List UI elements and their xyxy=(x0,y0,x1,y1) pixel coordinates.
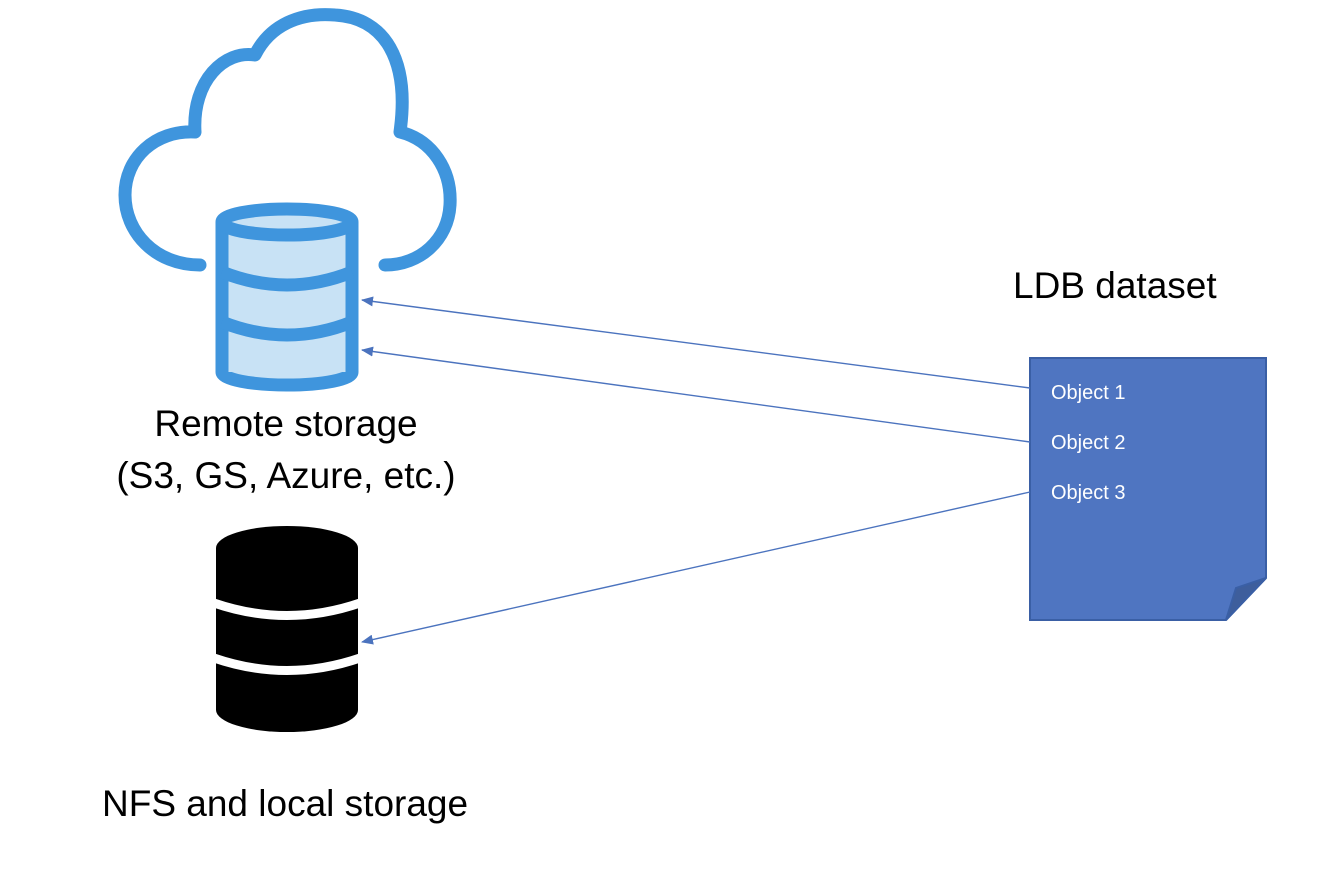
edge-object-2-to-remote xyxy=(361,346,1031,443)
cloud-outline xyxy=(118,8,457,272)
edge-object-3-to-local xyxy=(361,491,1031,645)
database-icon xyxy=(212,526,362,732)
dataset-title: LDB dataset xyxy=(1013,265,1217,306)
remote-storage-label: Remote storage (S3, GS, Azure, etc.) xyxy=(96,398,476,502)
dataset-object-2: Object 2 xyxy=(1051,432,1126,454)
document-fold-corner xyxy=(1225,577,1267,621)
edge-object-1-to-remote xyxy=(361,296,1031,389)
remote-storage-label-line1: Remote storage xyxy=(154,403,418,444)
remote-storage-label-line2: (S3, GS, Azure, etc.) xyxy=(116,455,456,496)
cloud-database-icon xyxy=(118,8,457,392)
dataset-object-3: Object 3 xyxy=(1051,482,1126,504)
cloud-database-cylinder xyxy=(215,202,359,392)
dataset-object-1: Object 1 xyxy=(1051,382,1126,404)
document-icon xyxy=(1029,357,1267,621)
local-storage-label: NFS and local storage xyxy=(102,783,469,824)
